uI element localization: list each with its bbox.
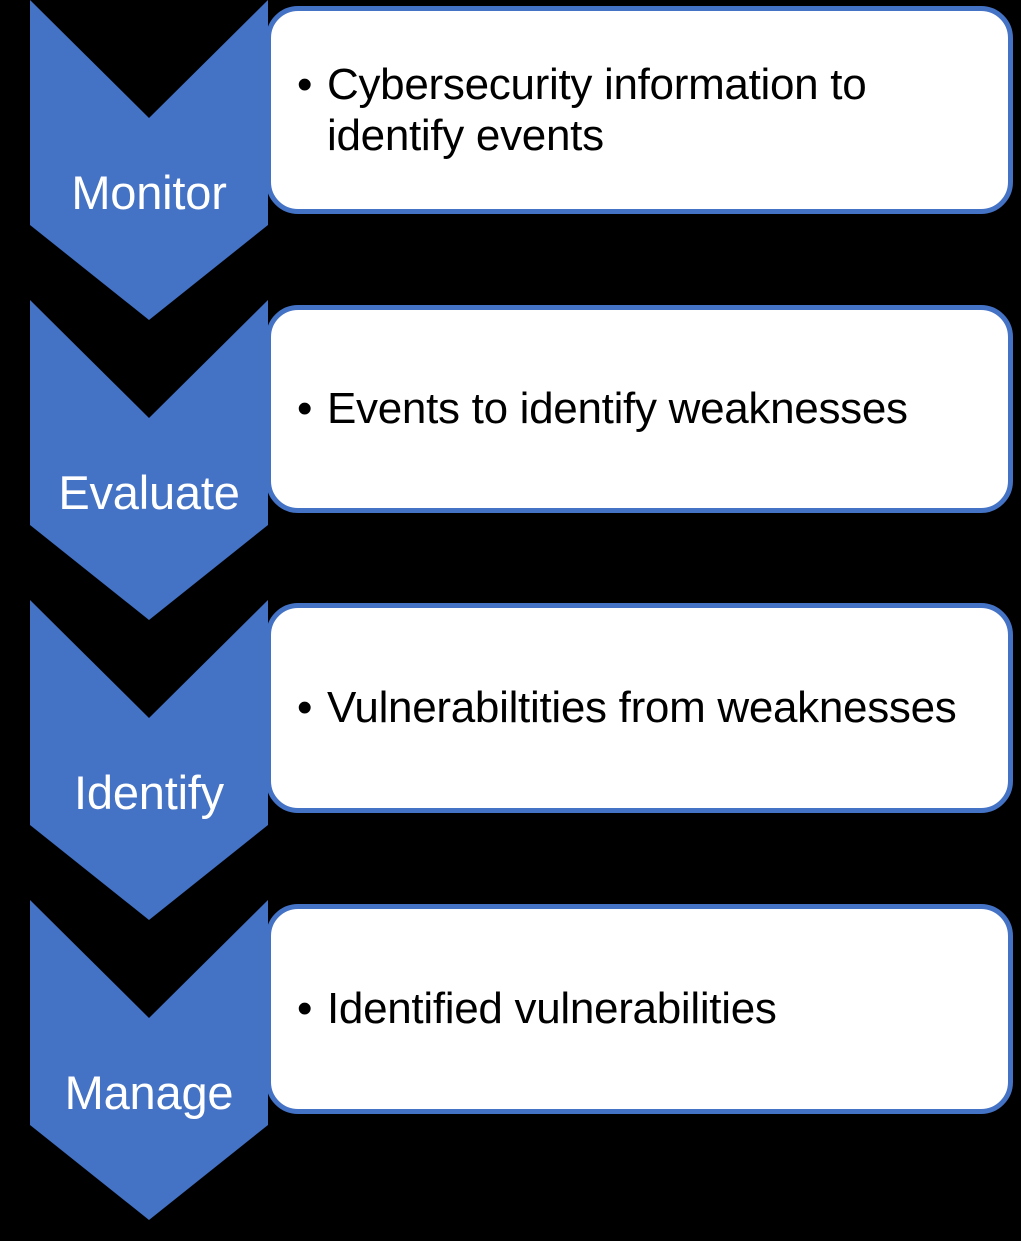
chevron-shape-manage[interactable]: Manage [30,900,268,1220]
bullet-text: Identified vulnerabilities [327,984,777,1034]
bullet-dot-icon: • [297,384,313,434]
chevron-shape-evaluate[interactable]: Evaluate [30,300,268,620]
bullet-dot-icon: • [297,683,313,733]
list-item: • Events to identify weaknesses [293,383,994,434]
bullet-list: • Identified vulnerabilities [293,983,994,1034]
content-box-evaluate[interactable]: • Events to identify weaknesses [266,305,1013,513]
content-box-monitor[interactable]: • Cybersecurity information to identify … [266,6,1013,214]
bullet-list: • Vulnerabiltities from weaknesses [293,682,994,733]
chevron-shape-identify[interactable]: Identify [30,600,268,920]
chevron-label-monitor: Monitor [71,165,227,219]
process-step-2: Evaluate • Events to identify weaknesses [0,300,1021,620]
list-item: • Cybersecurity information to identify … [293,59,994,162]
bullet-text: Events to identify weaknesses [327,384,908,434]
content-box-identify[interactable]: • Vulnerabiltities from weaknesses [266,603,1013,813]
process-step-4: Manage • Identified vulnerabilities [0,900,1021,1220]
chevron-label-manage: Manage [64,1065,234,1119]
chevron-label-identify: Identify [74,765,224,819]
list-item: • Identified vulnerabilities [293,983,994,1034]
process-step-1: Monitor • Cybersecurity information to i… [0,0,1021,320]
chevron-shape-monitor[interactable]: Monitor [30,0,268,320]
chevron-label-evaluate: Evaluate [58,465,240,519]
bullet-text: Vulnerabiltities from weaknesses [327,683,957,733]
list-item: • Vulnerabiltities from weaknesses [293,682,994,733]
bullet-list: • Events to identify weaknesses [293,383,994,434]
process-step-3: Identify • Vulnerabiltities from weaknes… [0,600,1021,920]
bullet-dot-icon: • [297,59,313,109]
bullet-list: • Cybersecurity information to identify … [293,59,994,162]
bullet-text: Cybersecurity information to identify ev… [327,59,867,160]
content-box-manage[interactable]: • Identified vulnerabilities [266,904,1013,1114]
bullet-dot-icon: • [297,984,313,1034]
